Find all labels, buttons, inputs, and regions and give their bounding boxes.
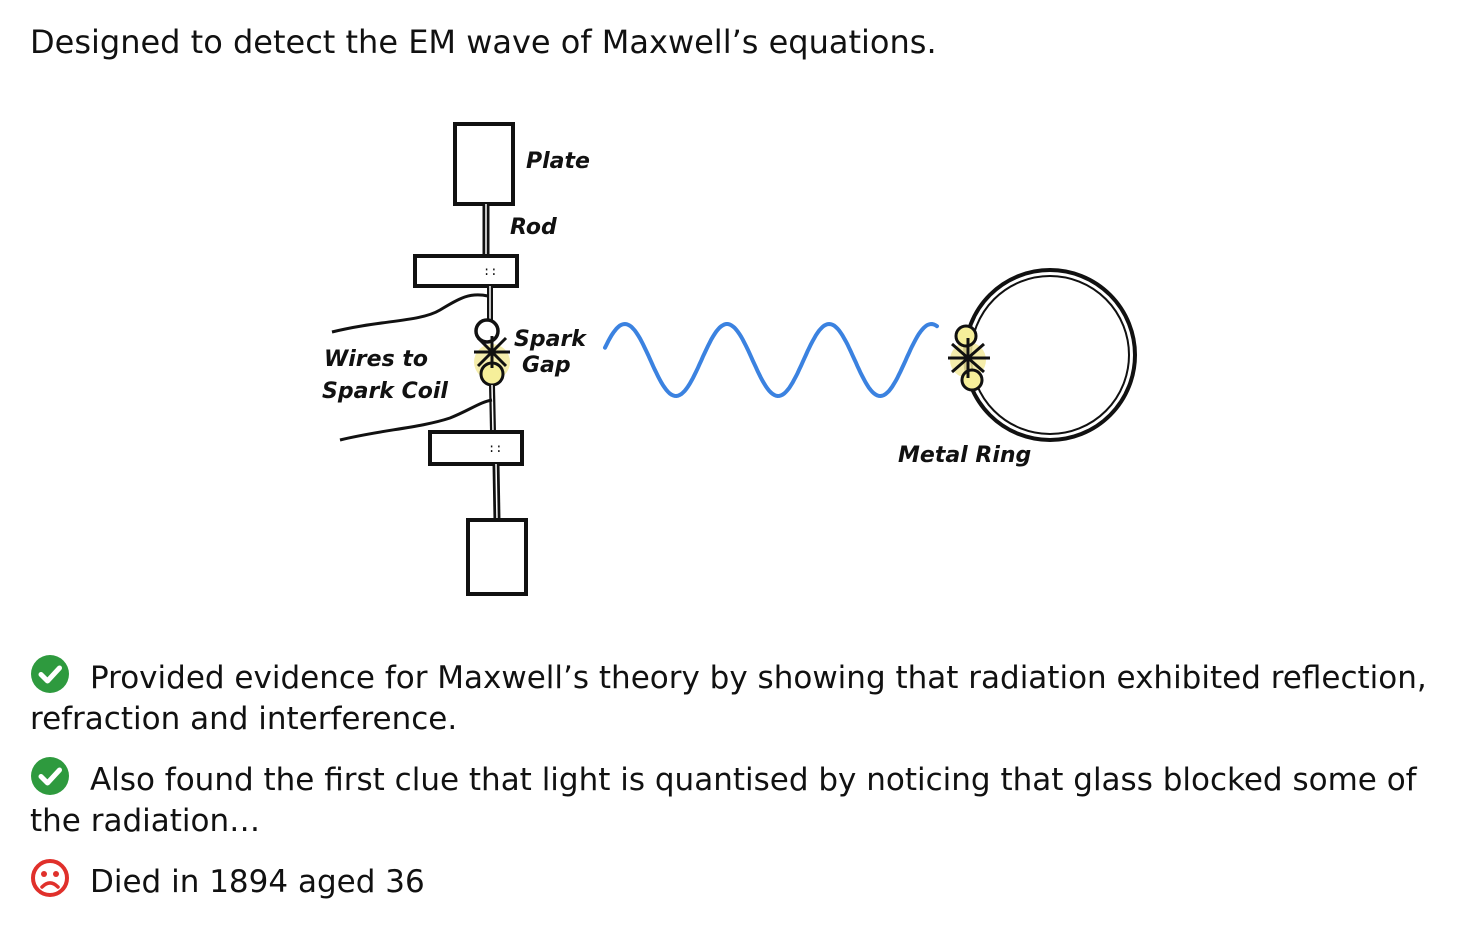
top-plate bbox=[453, 122, 515, 206]
spark-label: Spark bbox=[514, 327, 587, 352]
bullet-text: Died in 1894 aged 36 bbox=[90, 864, 425, 900]
sad-face-icon bbox=[30, 858, 70, 898]
upper-coil-wire bbox=[331, 293, 489, 334]
hertz-apparatus-diagram: :: :: bbox=[300, 110, 1160, 610]
spark-icon bbox=[474, 336, 510, 368]
ring-upper-ball bbox=[954, 324, 978, 348]
apparatus-drawing: :: :: bbox=[322, 122, 1137, 596]
bullet-text: Also found the first clue that light is … bbox=[30, 762, 1417, 839]
plate-label: Plate bbox=[526, 149, 590, 174]
lower-coil-wire bbox=[339, 398, 493, 442]
em-wave bbox=[603, 321, 939, 399]
spark-coil-label: Spark Coil bbox=[322, 379, 448, 404]
ring-lower-ball bbox=[960, 368, 984, 392]
lower-insulator-block bbox=[428, 430, 524, 466]
bullet-item: Died in 1894 aged 36 bbox=[30, 858, 1440, 903]
metal-ring bbox=[963, 268, 1137, 442]
check-circle-icon bbox=[30, 654, 70, 694]
bullet-item: Also found the first clue that light is … bbox=[30, 756, 1440, 842]
slide-heading: Designed to detect the EM wave of Maxwel… bbox=[30, 23, 937, 61]
svg-text:::: :: bbox=[483, 264, 497, 278]
bottom-plate bbox=[466, 518, 528, 596]
svg-text:::: :: bbox=[488, 441, 502, 455]
bullet-list: Provided evidence for Maxwell’s theory b… bbox=[30, 654, 1440, 919]
gap-label: Gap bbox=[522, 353, 571, 378]
rod-label: Rod bbox=[510, 215, 557, 240]
ring-spark-icon bbox=[948, 338, 990, 378]
metal-ring-label: Metal Ring bbox=[898, 443, 1031, 468]
bullet-item: Provided evidence for Maxwell’s theory b… bbox=[30, 654, 1440, 740]
bullet-text: Provided evidence for Maxwell’s theory b… bbox=[30, 660, 1427, 737]
check-circle-icon bbox=[30, 756, 70, 796]
upper-insulator-block bbox=[413, 254, 519, 288]
wires-to-label: Wires to bbox=[324, 347, 428, 372]
